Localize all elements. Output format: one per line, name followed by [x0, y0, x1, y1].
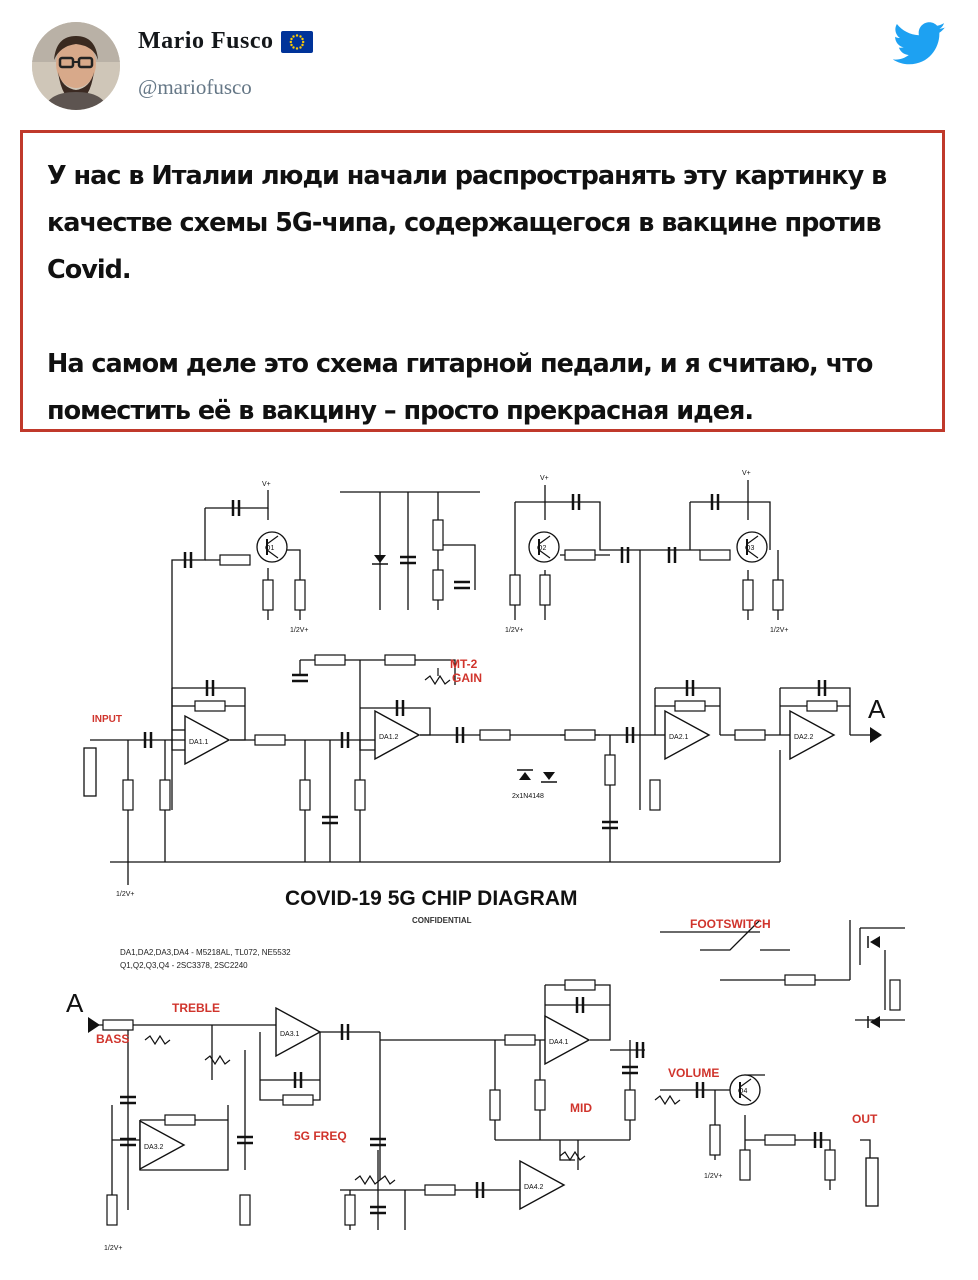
transistor-q2: Q2 — [537, 545, 546, 552]
label-volume: VOLUME — [668, 1066, 719, 1080]
diodes-label: 2x1N4148 — [512, 793, 544, 800]
eu-flag-icon — [281, 30, 314, 53]
label-a-in: A — [66, 988, 84, 1018]
opamp-da2-2: DA2.2 — [794, 734, 814, 741]
vplus-label-2: V+ — [540, 475, 549, 482]
half-v-label-4: 1/2V+ — [116, 891, 135, 898]
opamp-da3-2: DA3.2 — [144, 1144, 164, 1151]
label-5g-freq: 5G FREQ — [294, 1129, 347, 1143]
opamp-da2-1: DA2.1 — [669, 734, 689, 741]
half-v-label-3: 1/2V+ — [770, 627, 789, 634]
parts-line-1: DA1,DA2,DA3,DA4 - M5218AL, TL072, NE5532 — [120, 948, 291, 957]
author-name[interactable]: Mario Fusco — [138, 28, 314, 55]
label-footswitch: FOOTSWITCH — [690, 917, 771, 931]
vplus-label-1: V+ — [262, 481, 271, 488]
label-mt2: MT-2 — [450, 657, 478, 671]
author-name-text: Mario Fusco — [138, 28, 274, 54]
label-mid: MID — [570, 1101, 592, 1115]
opamp-da1-2: DA1.2 — [379, 734, 399, 741]
parts-line-2: Q1,Q2,Q3,Q4 - 2SC3378, 2SC2240 — [120, 961, 248, 970]
opamp-da4-2: DA4.2 — [524, 1184, 544, 1191]
half-v-label-2: 1/2V+ — [505, 627, 524, 634]
avatar-photo-icon — [32, 22, 120, 110]
half-v-label-6: 1/2V+ — [704, 1173, 723, 1180]
half-v-label-5: 1/2V+ — [104, 1245, 123, 1252]
label-treble: TREBLE — [172, 1001, 220, 1015]
author-avatar[interactable] — [32, 22, 120, 110]
opamp-da1-1: DA1.1 — [189, 739, 209, 746]
circuit-schematic-image: INPUT MT-2 GAIN A A FOOTSWITCH TREBLE BA… — [66, 470, 905, 1252]
label-out: OUT — [852, 1112, 878, 1126]
opamp-da4-1: DA4.1 — [549, 1039, 569, 1046]
tweet-paragraph-1: У нас в Италии люди начали распространят… — [47, 161, 887, 285]
transistor-q1: Q1 — [265, 545, 274, 552]
half-v-label-1: 1/2V+ — [290, 627, 309, 634]
opamp-da3-1: DA3.1 — [280, 1031, 300, 1038]
transistor-q3: Q3 — [745, 545, 754, 552]
author-handle[interactable]: @mariofusco — [138, 75, 252, 99]
label-bass: BASS — [96, 1032, 129, 1046]
tweet-header: Mario Fusco @mariofusco — [0, 0, 978, 125]
schematic-subtitle: CONFIDENTIAL — [412, 916, 472, 925]
transistor-q4: Q4 — [738, 1088, 747, 1095]
tweet-text-box: У нас в Италии люди начали распространят… — [20, 130, 945, 432]
vplus-label-3: V+ — [742, 470, 751, 477]
label-gain: GAIN — [452, 671, 482, 685]
twitter-bird-icon[interactable] — [893, 22, 947, 66]
schematic-title: COVID-19 5G CHIP DIAGRAM — [285, 887, 578, 910]
label-a-out: A — [868, 694, 886, 724]
label-input: INPUT — [92, 714, 122, 725]
tweet-paragraph-2: На самом деле это схема гитарной педали,… — [47, 349, 873, 426]
